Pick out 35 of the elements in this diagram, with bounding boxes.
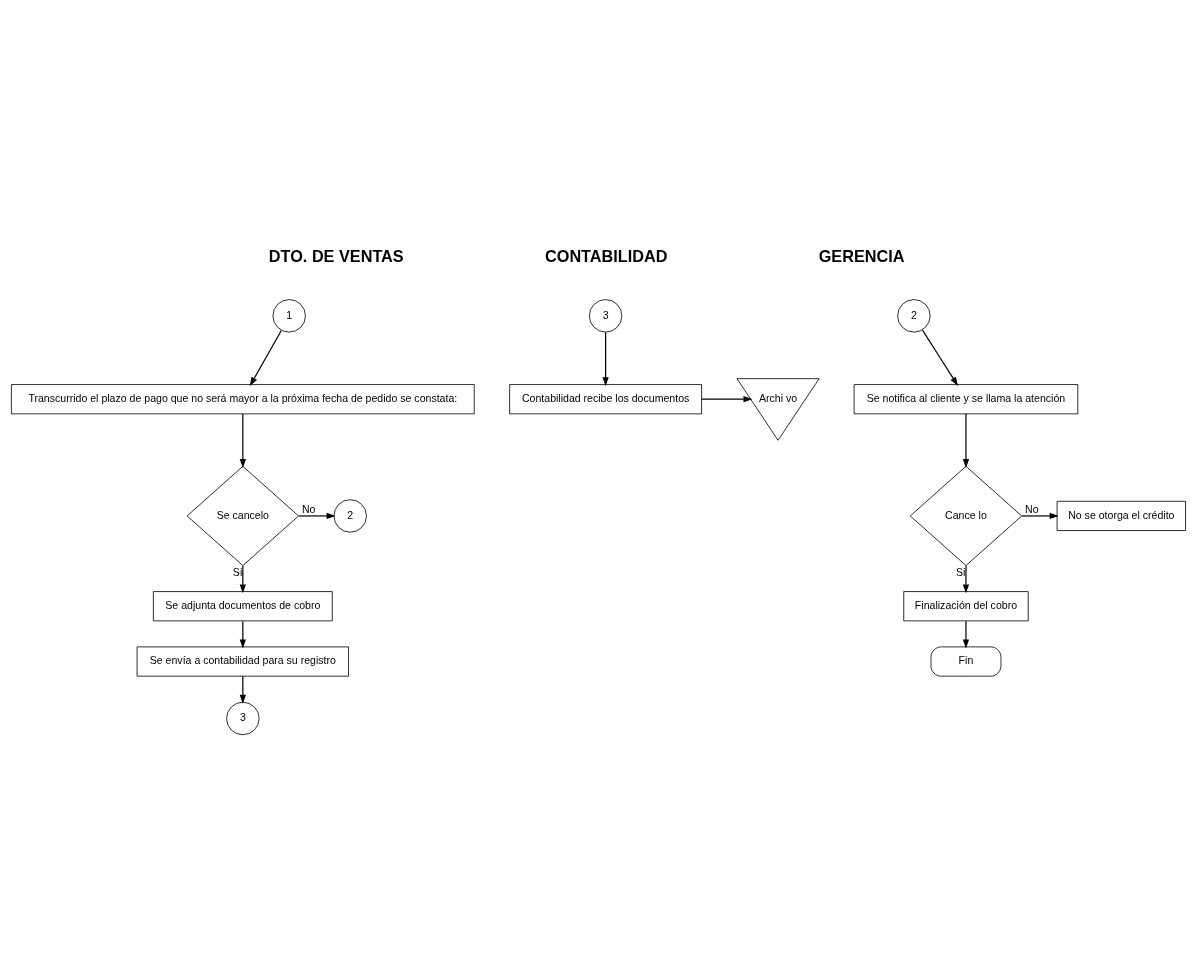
arrow	[602, 331, 609, 386]
label: CONTABILIDAD	[545, 246, 668, 265]
node-circle: 1	[272, 298, 306, 332]
arrow	[239, 412, 246, 468]
arrow	[962, 564, 970, 593]
node-box: No se otorga el crédito	[1056, 500, 1186, 531]
node-diamond: Se cancelo	[186, 465, 299, 566]
node-box: Finalización del cobro	[903, 590, 1029, 621]
arrow	[239, 620, 246, 648]
arrow	[1021, 512, 1059, 519]
edge-label: No	[301, 502, 316, 515]
node-diamond: Cance lo	[909, 465, 1023, 566]
arrow	[921, 329, 958, 386]
node-circle: 2	[333, 498, 367, 533]
edge-label: No	[1025, 502, 1039, 515]
node-box: Se notifica al cliente y se llama la atención	[853, 383, 1079, 414]
node-box: Contabilidad recibe los documentos	[509, 383, 702, 414]
label: GERENCIA	[818, 246, 905, 265]
arrow	[962, 412, 970, 468]
label: DTO. DE VENTAS	[268, 246, 404, 265]
node-box: Transcurrido el plazo de pago que no será mayor a la próxima fecha de pedido se constata:	[11, 383, 475, 414]
arrow	[701, 395, 753, 402]
edge-label: Si	[232, 565, 243, 578]
node-circle: 3	[226, 701, 260, 735]
arrow	[249, 329, 282, 386]
node-box: Fin	[930, 646, 1002, 677]
node-box: Se adjunta documentos de cobro	[152, 590, 333, 621]
arrow	[298, 512, 336, 519]
arrow	[962, 620, 970, 648]
node-box: Se envía a contabilidad para su registro	[136, 646, 349, 677]
arrow	[239, 564, 246, 593]
edge-label: Si	[955, 565, 966, 578]
node-circle: 3	[588, 298, 623, 332]
node-circle: 2	[897, 298, 931, 332]
arrow	[239, 675, 246, 704]
